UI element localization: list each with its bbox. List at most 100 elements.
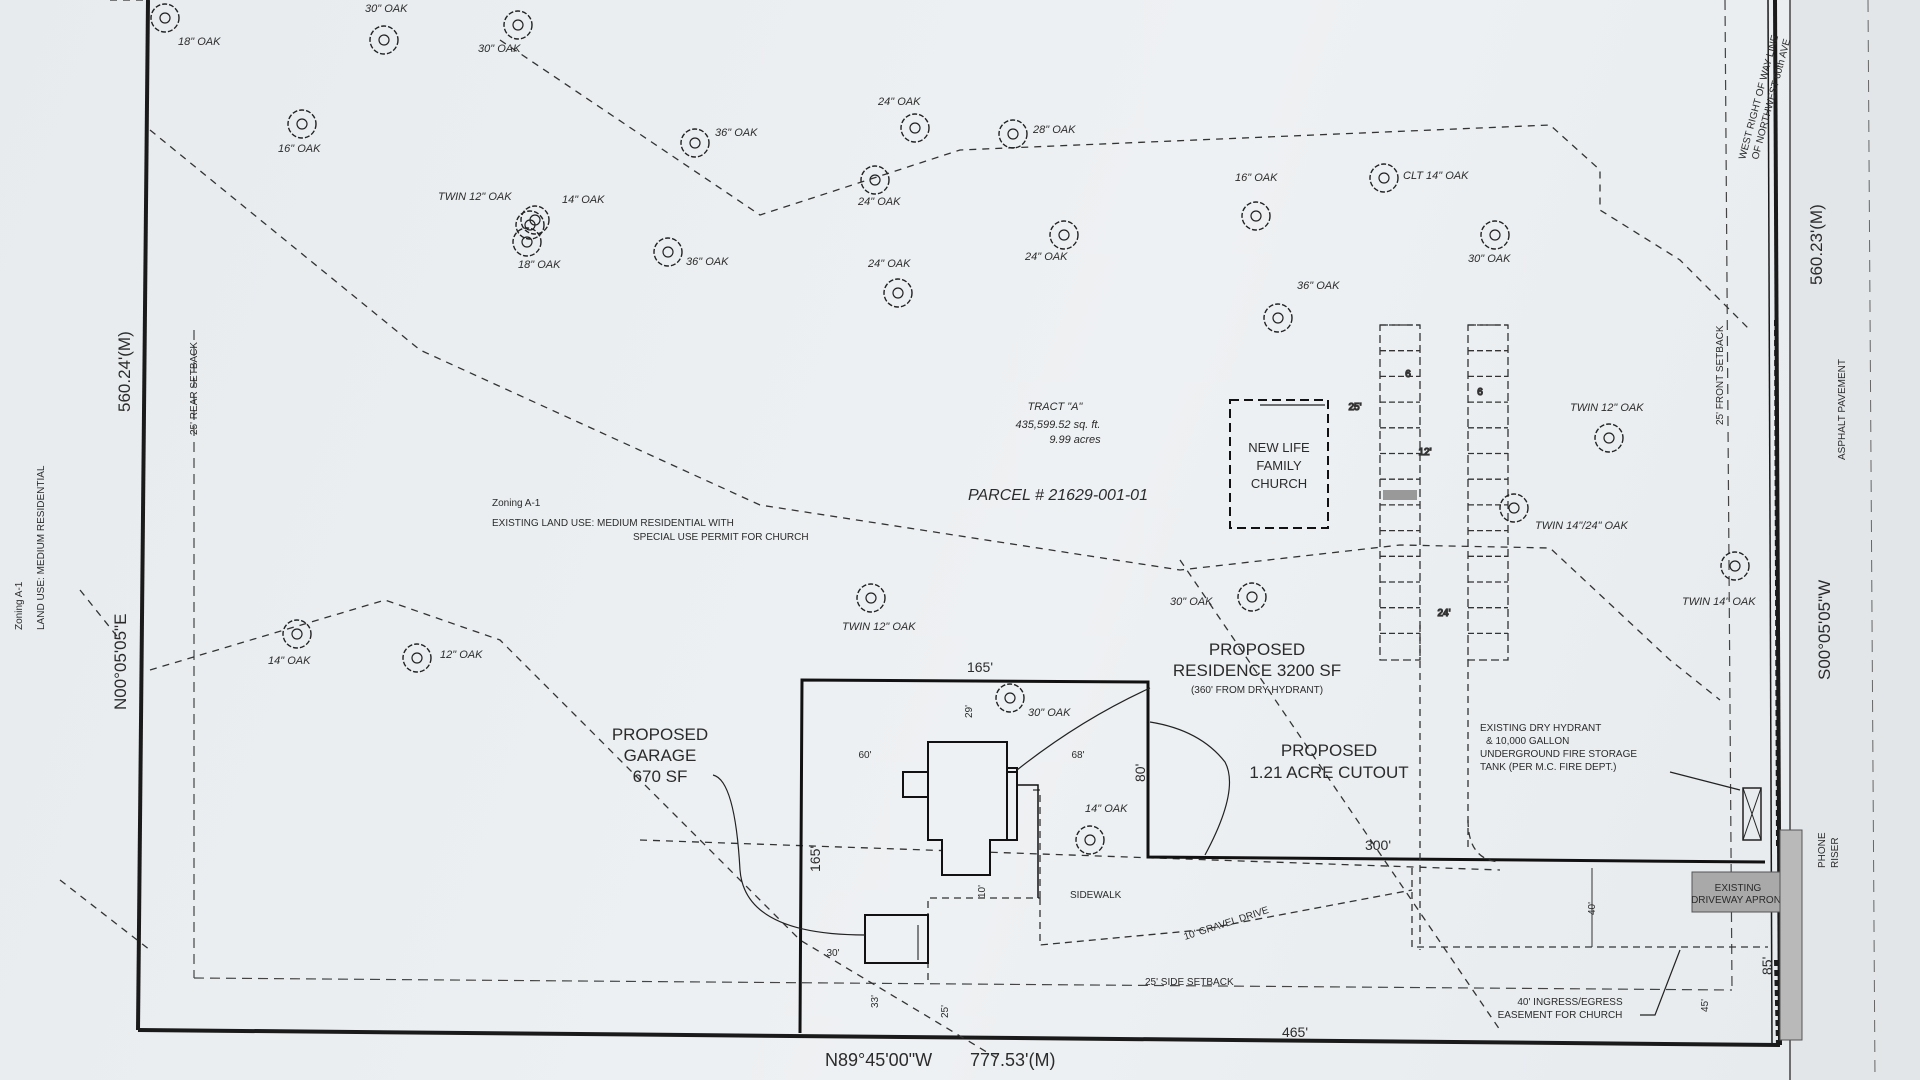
tract-name: TRACT "A" [1028, 401, 1084, 413]
tree-label: 24" OAK [1024, 251, 1068, 263]
tree-icon [287, 109, 317, 139]
asphalt-label: ASPHALT PAVEMENT [1837, 359, 1848, 460]
church-label-3: CHURCH [1251, 476, 1307, 491]
easement-line-1: 40' INGRESS/EGRESS [1517, 997, 1623, 1008]
east-bearing: S00°05'05"W [1815, 580, 1834, 680]
tree-trunk-icon [411, 652, 423, 664]
dim-parking-6b: 6 [1477, 387, 1483, 398]
tree-icon [369, 25, 399, 55]
easement-line-2: EASEMENT FOR CHURCH [1498, 1010, 1623, 1021]
tree-icon [520, 205, 550, 235]
tree-1: 30" OAK [365, 3, 408, 55]
tree-9: 18" OAK [512, 227, 561, 271]
tree-15: CLT 14" OAK [1369, 163, 1469, 193]
tree-trunk-icon [512, 19, 524, 31]
tree-label: 30" OAK [365, 3, 408, 15]
tree-trunk-icon [524, 219, 536, 231]
tract-area-sqft: 435,599.52 sq. ft. [1015, 419, 1100, 431]
dim-45: 45' [1700, 999, 1711, 1012]
tree-icon [1075, 825, 1105, 855]
tree-icon [1499, 493, 1529, 523]
tree-14: 16" OAK [1235, 172, 1278, 231]
tree-5: 24" OAK [877, 96, 930, 143]
tree-16: 30" OAK [1468, 220, 1511, 265]
tree-label: 14" OAK [1085, 803, 1128, 815]
zoning-line-1: Zoning A-1 [492, 498, 541, 509]
tree-13: 24" OAK [1024, 220, 1079, 263]
gravel-drive-label: 10' GRAVEL DRIVE [1183, 905, 1271, 943]
cutout-label-2: 1.21 ACRE CUTOUT [1249, 763, 1408, 782]
tree-8: 14" OAK [515, 194, 605, 240]
tree-label: TWIN 14"/24" OAK [1535, 520, 1628, 532]
tree-4: 36" OAK [680, 127, 758, 158]
tree-trunk-icon [1489, 229, 1501, 241]
tree-icon [503, 10, 533, 40]
tree-label: TWIN 14" OAK [1682, 596, 1756, 608]
residence-label-3: (360' FROM DRY HYDRANT) [1191, 685, 1323, 696]
hydrant-line-1: EXISTING DRY HYDRANT [1480, 723, 1601, 734]
garage-label-2: GARAGE [624, 746, 697, 765]
tree-label: CLT 14" OAK [1403, 170, 1469, 182]
tree-trunk-icon [378, 34, 390, 46]
tree-trunk-icon [1603, 432, 1615, 444]
garage-label-3: 670 SF [633, 767, 688, 786]
dim-25: 25' [940, 1005, 951, 1018]
residence-label-2: RESIDENCE 3200 SF [1173, 661, 1341, 680]
tree-icon [900, 113, 930, 143]
dim-10: 10' [977, 885, 988, 898]
tree-trunk-icon [296, 118, 308, 130]
proposed-garage-building [864, 914, 929, 964]
tree-icon [402, 643, 432, 673]
tree-icon [1263, 303, 1293, 333]
tree-icon [282, 619, 312, 649]
tree-trunk-icon [869, 174, 881, 186]
road-area: EXISTING DRIVEWAY APRON [1691, 0, 1920, 1080]
margin-zoning-2: LAND USE: MEDIUM RESIDENTIAL [36, 465, 47, 630]
apron-label-1: EXISTING [1715, 883, 1762, 894]
tree-trunk-icon [1729, 560, 1741, 572]
tree-label: 28" OAK [1032, 124, 1076, 136]
parcel-number: PARCEL # 21629-001-01 [968, 487, 1148, 504]
tree-trunk-icon [1004, 692, 1016, 704]
phone-riser-2: RISER [1830, 837, 1841, 868]
west-length: 560.24'(M) [115, 331, 134, 412]
tree-trunk-icon [1007, 128, 1019, 140]
dim-lot-right: 80' [1132, 764, 1148, 782]
tree-trunk-icon [662, 246, 674, 258]
dim-68: 68' [1071, 750, 1084, 761]
garage-label-1: PROPOSED [612, 725, 708, 744]
hydrant-line-2: & 10,000 GALLON [1486, 736, 1569, 747]
tree-label: 14" OAK [268, 655, 311, 667]
labels: TRACT "A" 435,599.52 sq. ft. 9.99 acres … [14, 34, 1848, 1070]
tree-12: 24" OAK [867, 258, 913, 308]
tree-0: 18" OAK [150, 3, 221, 48]
west-bearing: N00°05'05"E [111, 614, 130, 710]
tree-trunk-icon [1084, 834, 1096, 846]
tree-icon [1594, 423, 1624, 453]
church-label-1: NEW LIFE [1248, 440, 1310, 455]
zoning-line-2: EXISTING LAND USE: MEDIUM RESIDENTIAL WI… [492, 518, 734, 529]
tree-trunk-icon [1378, 172, 1390, 184]
tree-3: 16" OAK [278, 109, 321, 155]
tree-label: TWIN 12" OAK [842, 621, 916, 633]
driveway [927, 789, 1768, 980]
tree-icon [1237, 582, 1267, 612]
tree-label: 12" OAK [440, 649, 483, 661]
tree-trunk-icon [1250, 210, 1262, 222]
dim-east: 85' [1759, 957, 1775, 975]
church-building: NEW LIFE FAMILY CHURCH [1229, 399, 1329, 529]
margin-zoning-1: Zoning A-1 [14, 581, 25, 630]
dim-40: 40' [1587, 902, 1598, 915]
tree-label: 30" OAK [1468, 253, 1511, 265]
tract-area-acres: 9.99 acres [1049, 434, 1101, 446]
east-length: 560.23'(M) [1807, 204, 1826, 285]
tree-trunk-icon [521, 236, 533, 248]
apron-label-2: DRIVEWAY APRON [1691, 895, 1781, 906]
tree-18: TWIN 12" OAK [1570, 402, 1644, 453]
tree-trunk-icon [1508, 502, 1520, 514]
tree-icon [680, 128, 710, 158]
sidewalk-label: SIDEWALK [1070, 890, 1122, 901]
tree-trunk-icon [291, 628, 303, 640]
dim-lot-inner: 300' [1365, 837, 1391, 853]
